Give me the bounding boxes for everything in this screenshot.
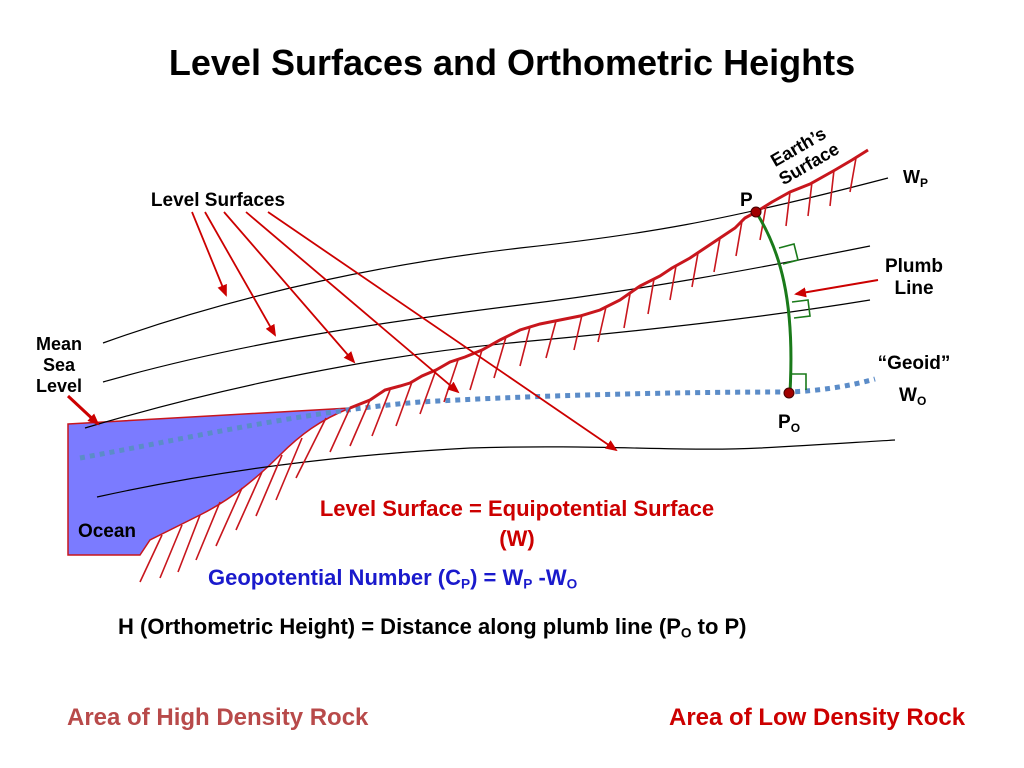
mean-sea-level-label: Mean Sea Level — [36, 334, 82, 396]
geopotential-sub-c: O — [566, 576, 578, 592]
level-surface-1 — [102, 177, 889, 344]
ocean-label: Ocean — [78, 521, 136, 542]
orthometric-part-a: H (Orthometric Height) = Distance along … — [118, 614, 681, 639]
point-p — [750, 206, 762, 218]
geopotential-part-a: Geopotential Number (C — [208, 565, 462, 590]
rock-hatching — [139, 157, 857, 583]
level-surface-3 — [84, 299, 871, 429]
wp-main: W — [903, 167, 920, 187]
plumb-line — [754, 211, 793, 393]
po-label: PO — [778, 412, 800, 435]
earths-surface-label: Earth’s Surface — [767, 123, 842, 189]
geopotential-sub-b: P — [523, 576, 533, 592]
level-surface-arrows — [191, 211, 618, 452]
orthometric-part-b: to P) — [691, 614, 747, 639]
high-density-label: Area of High Density Rock — [67, 704, 369, 731]
wo-sub: O — [917, 394, 926, 408]
geopotential-part-c: -W — [532, 565, 567, 590]
plumb-line-label: Plumb Line — [885, 256, 943, 299]
wp-sub: P — [920, 176, 928, 190]
orthometric-equation: H (Orthometric Height) = Distance along … — [118, 614, 747, 640]
msl-line-2: Sea — [43, 355, 76, 375]
orthometric-sub-a: O — [680, 625, 692, 641]
wo-label: WO — [899, 385, 926, 408]
level-surface-equation-line-1: Level Surface = Equipotential Surface — [319, 496, 715, 521]
wo-main: W — [899, 385, 917, 406]
earths-surface-line — [349, 148, 869, 410]
level-surface-equation: Level Surface = Equipotential Surface (W… — [262, 494, 772, 554]
level-surfaces-label: Level Surfaces — [151, 190, 285, 211]
page-title: Level Surfaces and Orthometric Heights — [168, 42, 856, 83]
plumb-line-1: Plumb — [885, 256, 943, 277]
geoid-label: “Geoid” — [878, 353, 951, 374]
wp-label: WP — [903, 167, 928, 190]
msl-line-1: Mean — [36, 334, 82, 354]
geopotential-equation: Geopotential Number (CP) = WP -WO — [208, 565, 577, 591]
right-angle-markers — [778, 243, 811, 390]
po-sub: O — [791, 421, 800, 435]
geopotential-part-b: ) = W — [470, 565, 524, 590]
level-surface-equation-line-2: (W) — [499, 526, 535, 551]
msl-arrow — [66, 394, 100, 426]
geopotential-sub-a: P — [461, 576, 471, 592]
po-main: P — [778, 412, 791, 433]
level-surface-2 — [102, 245, 871, 383]
p-label: P — [740, 190, 753, 211]
plumb-line-2: Line — [894, 278, 933, 299]
low-density-label: Area of Low Density Rock — [669, 704, 966, 731]
point-po — [783, 387, 795, 399]
level-surface-4 — [96, 439, 896, 498]
msl-line-3: Level — [36, 376, 82, 396]
geoid-line — [79, 376, 876, 461]
plumb-line-arrow — [794, 279, 879, 298]
